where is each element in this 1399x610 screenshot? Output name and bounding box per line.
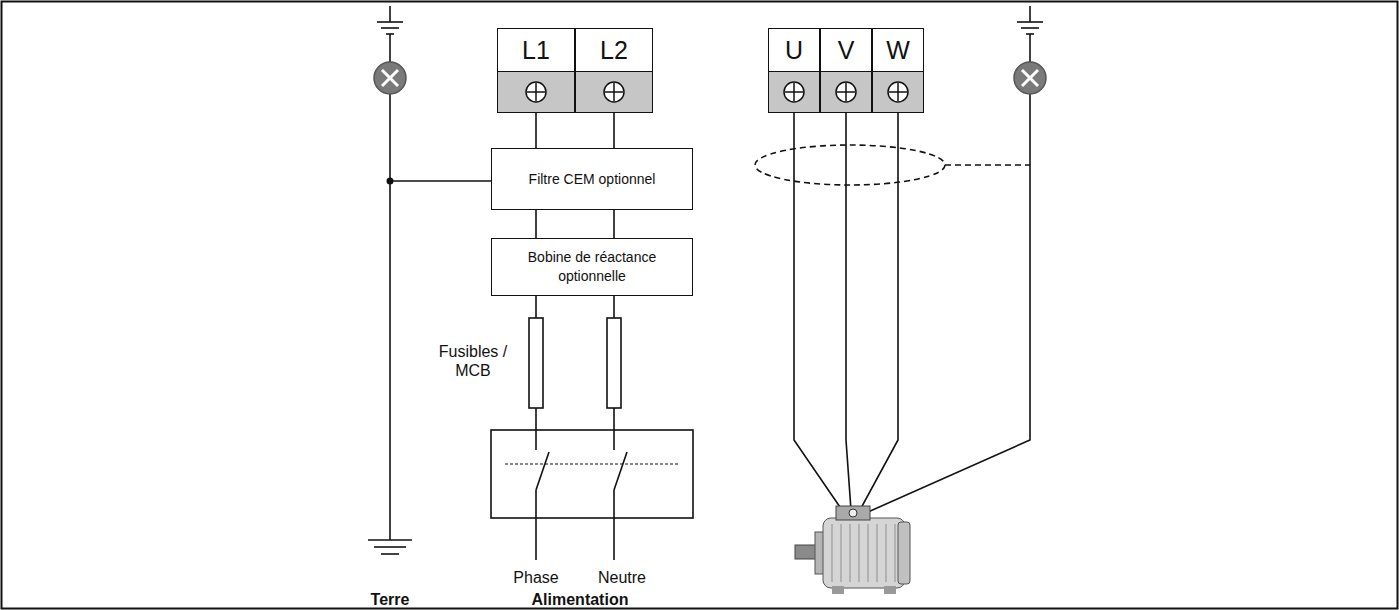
terminal-cell: L1 (497, 28, 575, 113)
motor-fin (831, 524, 832, 582)
terminal-label-cell: L2 (576, 29, 652, 71)
wire-connector (613, 210, 615, 238)
terminal-label-cell: W (873, 29, 923, 71)
earth-terminal-left (374, 62, 406, 94)
node-text: Filtre CEM optionnel (529, 170, 656, 189)
motor-fin (858, 524, 859, 582)
node-text: W (886, 36, 910, 65)
node-text: L1 (522, 36, 550, 65)
supply-neutral-label: Neutre (598, 568, 646, 587)
terminal-label-cell: L1 (498, 29, 574, 71)
supply-wires (491, 296, 693, 560)
node-text: Bobine de réactance optionnelle (502, 248, 682, 286)
supply-phase-label: Phase (513, 568, 558, 587)
motor-fin (849, 524, 850, 582)
motor-cables (794, 112, 898, 510)
node-text: L2 (600, 36, 628, 65)
motor-fin (885, 524, 886, 582)
terminal-screw-area (821, 71, 871, 112)
supply-label: Alimentation (532, 590, 629, 609)
screw-symbol (498, 72, 574, 112)
terminal-cell: W (872, 28, 924, 113)
terminal-label-cell: V (821, 29, 871, 71)
screw-symbol (821, 72, 871, 112)
screw-symbol (873, 72, 923, 112)
terminal-screw-area (873, 71, 923, 112)
terminal-cell: V (820, 28, 872, 113)
earth-label: Terre (371, 590, 410, 609)
earth-left (368, 6, 491, 554)
filter-box: Filtre CEM optionnel (491, 148, 693, 210)
earth-terminal-right (1014, 62, 1046, 94)
motor-fin (876, 524, 877, 582)
terminal-cell: U (768, 28, 820, 113)
junction-dot (387, 178, 394, 185)
node-text: U (785, 36, 803, 65)
fuse-label: Fusibles / MCB (430, 342, 516, 380)
reactor-box: Bobine de réactance optionnelle (491, 238, 693, 296)
motor-illustration (795, 506, 910, 594)
wire-connector (535, 210, 537, 238)
cable-screen (755, 145, 1030, 185)
motor-fin (894, 524, 895, 582)
terminal-screw-area (498, 71, 574, 112)
screw-symbol (576, 72, 652, 112)
motor-fin (867, 524, 868, 582)
terminal-screw-area (769, 71, 819, 112)
switch-link (505, 463, 680, 464)
terminal-cell: L2 (575, 28, 653, 113)
wire-connector (613, 113, 615, 148)
terminal-screw-area (576, 71, 652, 112)
wire-connector (535, 113, 537, 148)
terminal-label-cell: U (769, 29, 819, 71)
node-text: V (838, 36, 855, 65)
screw-symbol (769, 72, 819, 112)
motor-fin (840, 524, 841, 582)
